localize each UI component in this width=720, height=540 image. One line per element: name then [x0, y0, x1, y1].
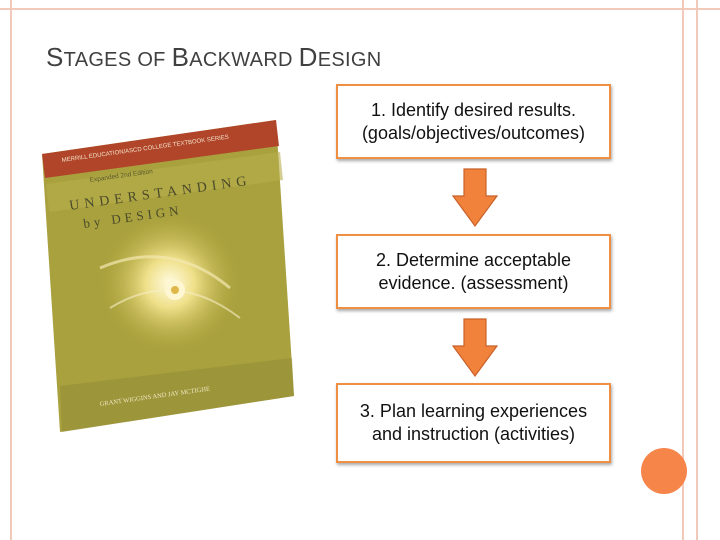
title-cap-b: B	[171, 42, 190, 72]
frame-line-right-inner	[682, 0, 684, 540]
step-1-line-2: (goals/objectives/outcomes)	[361, 122, 586, 143]
frame-line-top	[0, 8, 720, 10]
step-3-line-2: and instruction (activities)	[371, 424, 576, 444]
step-box-identify-results: 1. Identify desired results.(goals/objec…	[336, 84, 611, 159]
step-1-line-1: 1. Identify desired results.	[370, 99, 577, 120]
frame-line-left	[10, 0, 12, 540]
title-cap-d: D	[298, 42, 318, 72]
title-text-1: TAGES OF	[63, 49, 172, 71]
title-text-3: ESIGN	[317, 49, 382, 71]
step-2-line-1: 2. Determine acceptable	[375, 249, 572, 270]
title-text-2: ACKWARD	[189, 49, 299, 71]
decorative-circle	[641, 448, 687, 494]
slide-title: STAGES OF BACKWARD DESIGN	[46, 42, 382, 73]
title-cap-s: S	[46, 42, 64, 72]
step-box-plan-learning: 3. Plan learning experiences and instruct…	[336, 383, 611, 463]
down-arrow-icon	[452, 168, 498, 228]
book-cover-image: MERRILL EDUCATION/ASCD COLLEGE TEXTBOOK …	[42, 120, 294, 432]
frame-line-right-outer	[696, 0, 698, 540]
step-3-line-1: 3. Plan learning experiences	[359, 401, 588, 421]
step-2-line-2: evidence. (assessment)	[378, 272, 569, 293]
down-arrow-icon	[452, 318, 498, 378]
